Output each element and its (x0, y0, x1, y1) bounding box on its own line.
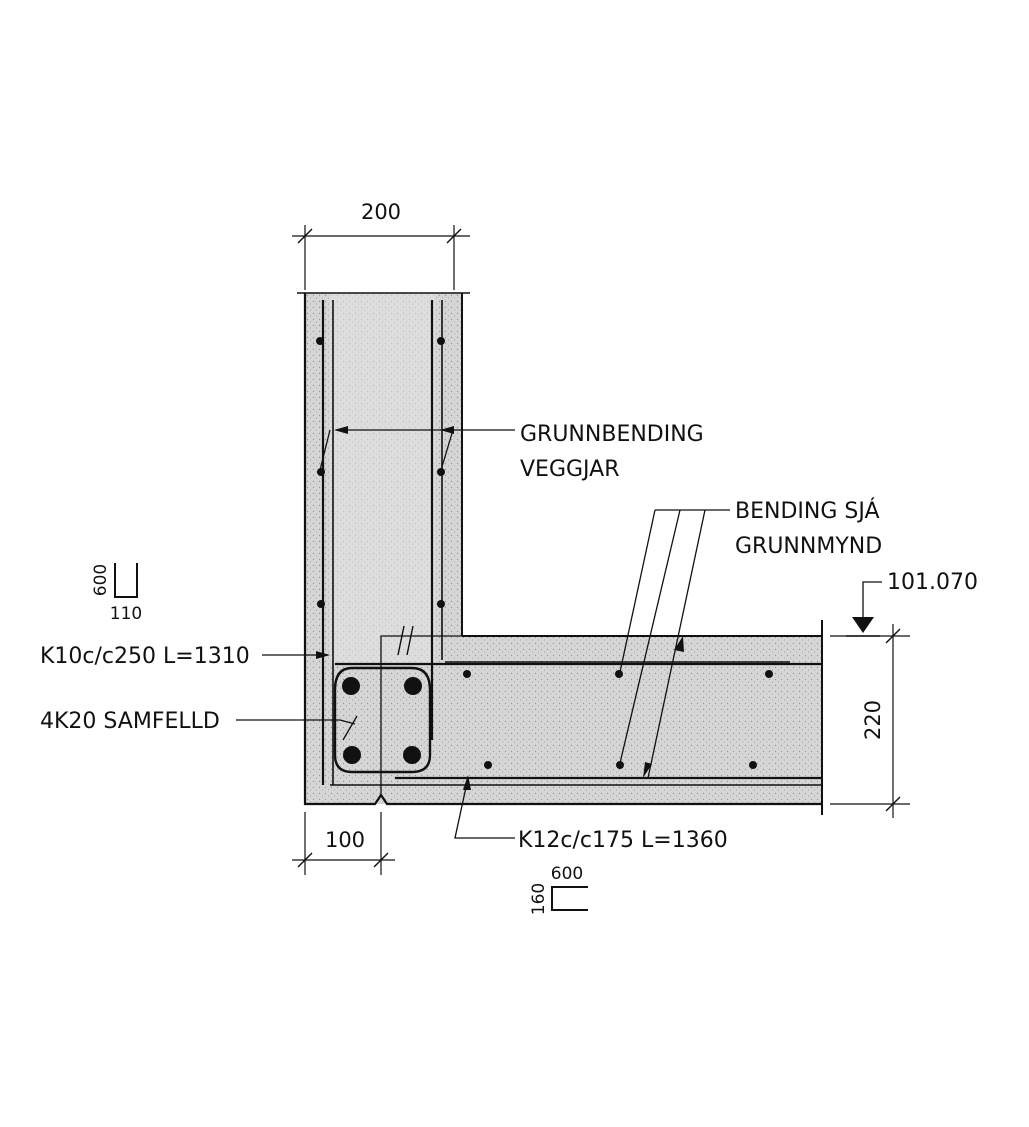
dim-200-tick (446, 228, 462, 244)
slab-bars-leader (454, 777, 515, 839)
bar-hook (319, 429, 331, 471)
corner-bar (342, 677, 360, 695)
arrow-icon (674, 636, 684, 652)
level-leader (862, 581, 882, 617)
bar-dot (616, 761, 624, 769)
slab-bending-label-1: BENDING SJÁ (735, 498, 880, 524)
bar-dot (484, 761, 492, 769)
bar-dot (316, 337, 324, 345)
slab-bar-shape-icon (551, 886, 588, 911)
corner-bars (342, 677, 422, 764)
corner-bar (343, 746, 361, 764)
wall-bar-shape-icon (114, 563, 138, 598)
bar-dot (749, 761, 757, 769)
slab-bending-leader (647, 509, 706, 779)
bar-dot (437, 468, 445, 476)
wall-bar-shape: 600 110 (91, 563, 142, 624)
slab-bar-shape-width: 600 (551, 864, 583, 884)
level-marker-icon (852, 617, 874, 633)
bar-dot (437, 337, 445, 345)
wall-bending-label-2: VEGGJAR (520, 457, 619, 482)
slab-bending-leader (619, 509, 656, 673)
bar-hook (440, 429, 454, 471)
dim-220-text: 220 (861, 700, 885, 740)
dim-100-tick (373, 852, 389, 868)
dim-100-text: 100 (325, 828, 365, 852)
wall-core-zone (330, 293, 435, 663)
dim-220-tick (885, 628, 901, 644)
slab-bar-shape: 600 160 (529, 864, 588, 915)
slab-bending-leader (619, 509, 681, 764)
corner-bar (403, 746, 421, 764)
bar-hook (342, 715, 358, 741)
dim-100-tick (297, 852, 313, 868)
joint-hatch (397, 625, 405, 656)
wall-bar-shape-width: 110 (110, 604, 142, 624)
arrow-icon (643, 762, 652, 778)
bar-dot (765, 670, 773, 678)
dim-200-text: 200 (361, 200, 401, 224)
dim-220-tick (885, 796, 901, 812)
wall-bending-label-1: GRUNNBENDING (520, 422, 704, 447)
joint-hatch (406, 625, 414, 656)
dim-200-tick (297, 228, 313, 244)
corner-bars-leader (236, 719, 356, 725)
bar-dot (463, 670, 471, 678)
arrow-icon (440, 426, 454, 434)
bar-dot (317, 468, 325, 476)
slab-bars-label: K12c/c175 L=1360 (518, 828, 728, 853)
wall-bar-shape-height: 600 (91, 564, 111, 596)
bar-dot (437, 600, 445, 608)
corner-bars-label: 4K20 SAMFELLD (40, 709, 220, 734)
arrow-icon (463, 775, 471, 790)
corner-bar (404, 677, 422, 695)
arrow-icon (316, 651, 330, 659)
bar-dot (317, 600, 325, 608)
slab-bar-shape-height: 160 (529, 883, 549, 915)
level-text: 101.070 (887, 570, 978, 595)
construction-joint (380, 635, 462, 795)
arrow-icon (334, 426, 348, 434)
slab-bending-label-2: GRUNNMYND (735, 534, 882, 559)
section-outline (303, 293, 822, 806)
bar-dot (615, 670, 623, 678)
bar-dots (316, 337, 773, 769)
wall-bars-label: K10c/c250 L=1310 (40, 644, 250, 669)
corner-u-bar (333, 666, 432, 774)
